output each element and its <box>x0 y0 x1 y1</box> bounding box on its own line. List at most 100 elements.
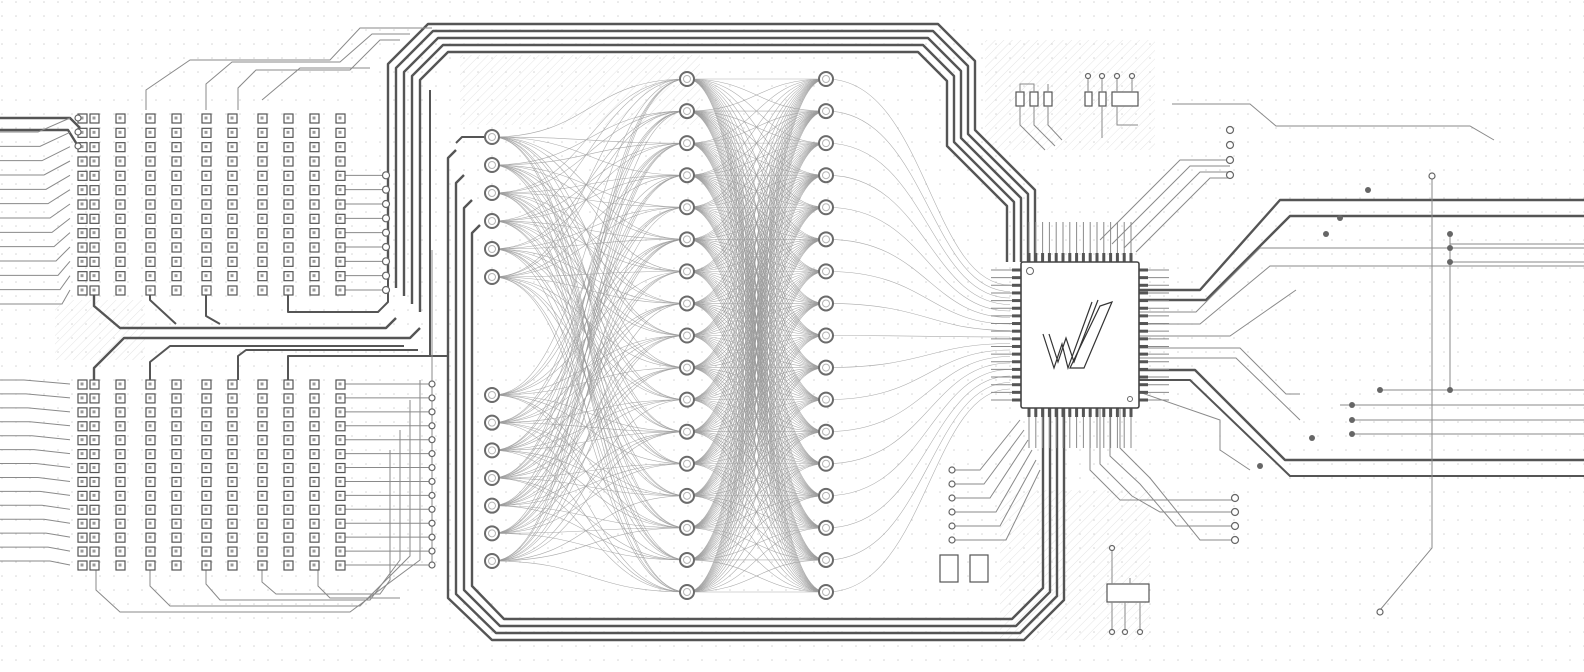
pin-pad-center <box>80 507 84 511</box>
pin-header-cell <box>309 113 320 124</box>
network-node-core <box>488 474 496 482</box>
connection-edge <box>491 248 688 304</box>
pin-header-cell <box>201 504 212 515</box>
pin-header-cell <box>227 242 238 253</box>
connection-edge <box>491 271 688 534</box>
connection-edge <box>686 78 827 144</box>
input-trace <box>0 435 71 441</box>
input-trace <box>0 490 71 496</box>
connection-edge <box>825 375 1011 529</box>
network-node-core <box>488 189 496 197</box>
pin-pad-center <box>338 159 342 163</box>
pin-header-cell <box>145 462 156 474</box>
pin-header-cell <box>171 532 182 543</box>
pin-header-cell <box>309 156 320 167</box>
pin-header-cell <box>227 199 238 210</box>
pin-pad-center <box>286 479 290 483</box>
network-node-core <box>822 139 830 148</box>
pin-header-arrays <box>74 113 1453 616</box>
pin-header-cell <box>89 504 100 515</box>
pin-header-cell <box>89 462 100 474</box>
network-node-core <box>822 75 830 83</box>
pin-pad-center <box>148 396 152 400</box>
connection-edge <box>491 136 688 240</box>
bus-trace <box>237 349 418 380</box>
pin-header-cell <box>227 393 238 404</box>
connection-edge <box>825 362 1011 465</box>
connection-edge <box>686 399 827 593</box>
pin-pad-center <box>174 130 178 134</box>
via-icon <box>428 561 436 569</box>
via-icon <box>948 466 956 474</box>
thin-trace <box>1379 176 1433 611</box>
chip-pin <box>1139 314 1148 318</box>
pin-pad-center <box>148 535 152 539</box>
pin-header-cell <box>77 407 88 418</box>
pin-header-cell <box>115 421 126 432</box>
pin-header-cell <box>77 228 88 239</box>
input-trace <box>0 160 71 176</box>
chip-pin <box>1139 322 1148 326</box>
pin-header-cell <box>171 127 182 138</box>
connection-edge <box>491 206 688 451</box>
pin-header-cell <box>283 113 294 124</box>
pin-header-cell <box>77 462 88 474</box>
pin-header-cell <box>201 113 212 124</box>
pin-header-cell <box>77 185 88 196</box>
pin-header-cell <box>145 546 156 557</box>
chip-pin <box>1139 299 1148 303</box>
pin-header-cell <box>335 476 346 488</box>
connection-edge <box>686 271 827 593</box>
pin-pad-center <box>260 452 264 456</box>
pin-header-cell <box>309 213 320 224</box>
via-icon <box>948 522 956 530</box>
thin-trace <box>261 67 370 101</box>
chip-pin <box>1081 253 1085 262</box>
network-node-core <box>488 217 496 225</box>
pin-pad-center <box>260 563 264 567</box>
chip-pin <box>1012 306 1021 310</box>
pin-pad-center <box>118 452 122 456</box>
pin-header-cell <box>201 435 212 446</box>
pin-pad-center <box>230 521 234 525</box>
pin-pad-center <box>312 116 316 120</box>
pin-header-cell <box>309 228 320 239</box>
chip-pin <box>1047 253 1051 262</box>
pin-pad-center <box>312 216 316 220</box>
connection-edge <box>491 239 688 396</box>
input-trace <box>0 232 71 248</box>
via-icon <box>1447 387 1453 393</box>
chip-pin <box>1139 276 1148 280</box>
pin-pad-center <box>92 231 96 235</box>
pin-header-cell <box>283 285 294 296</box>
pin-header-cell <box>227 379 238 390</box>
pin-header-cell <box>309 170 320 181</box>
pin-header-cell <box>145 285 156 296</box>
pin-pad-center <box>230 130 234 134</box>
connection-edge <box>491 276 688 561</box>
pin-pad-center <box>260 274 264 278</box>
pin-header-cell <box>257 256 268 267</box>
pin-pad-center <box>230 259 234 263</box>
pin-header-cell <box>77 421 88 432</box>
connection-edge <box>491 78 688 506</box>
chip-pin <box>1012 268 1021 272</box>
pin-header-cell <box>115 271 126 282</box>
pin-pad-center <box>286 521 290 525</box>
pin-pad-center <box>174 452 178 456</box>
pin-pad-center <box>204 145 208 149</box>
pin-pad-center <box>148 245 152 249</box>
pin-pad-center <box>260 159 264 163</box>
pin-header-cell <box>77 285 88 296</box>
connection-edge <box>491 192 688 304</box>
pin-pad-center <box>338 479 342 483</box>
pin-pad-center <box>286 410 290 414</box>
chip-pin <box>1012 291 1021 295</box>
connection-edge <box>491 164 688 432</box>
chip-pin <box>1012 276 1021 280</box>
pin-header-cell <box>89 476 100 488</box>
chip-pin <box>1012 352 1021 356</box>
pin-pad-center <box>312 507 316 511</box>
connection-edge <box>491 136 688 432</box>
